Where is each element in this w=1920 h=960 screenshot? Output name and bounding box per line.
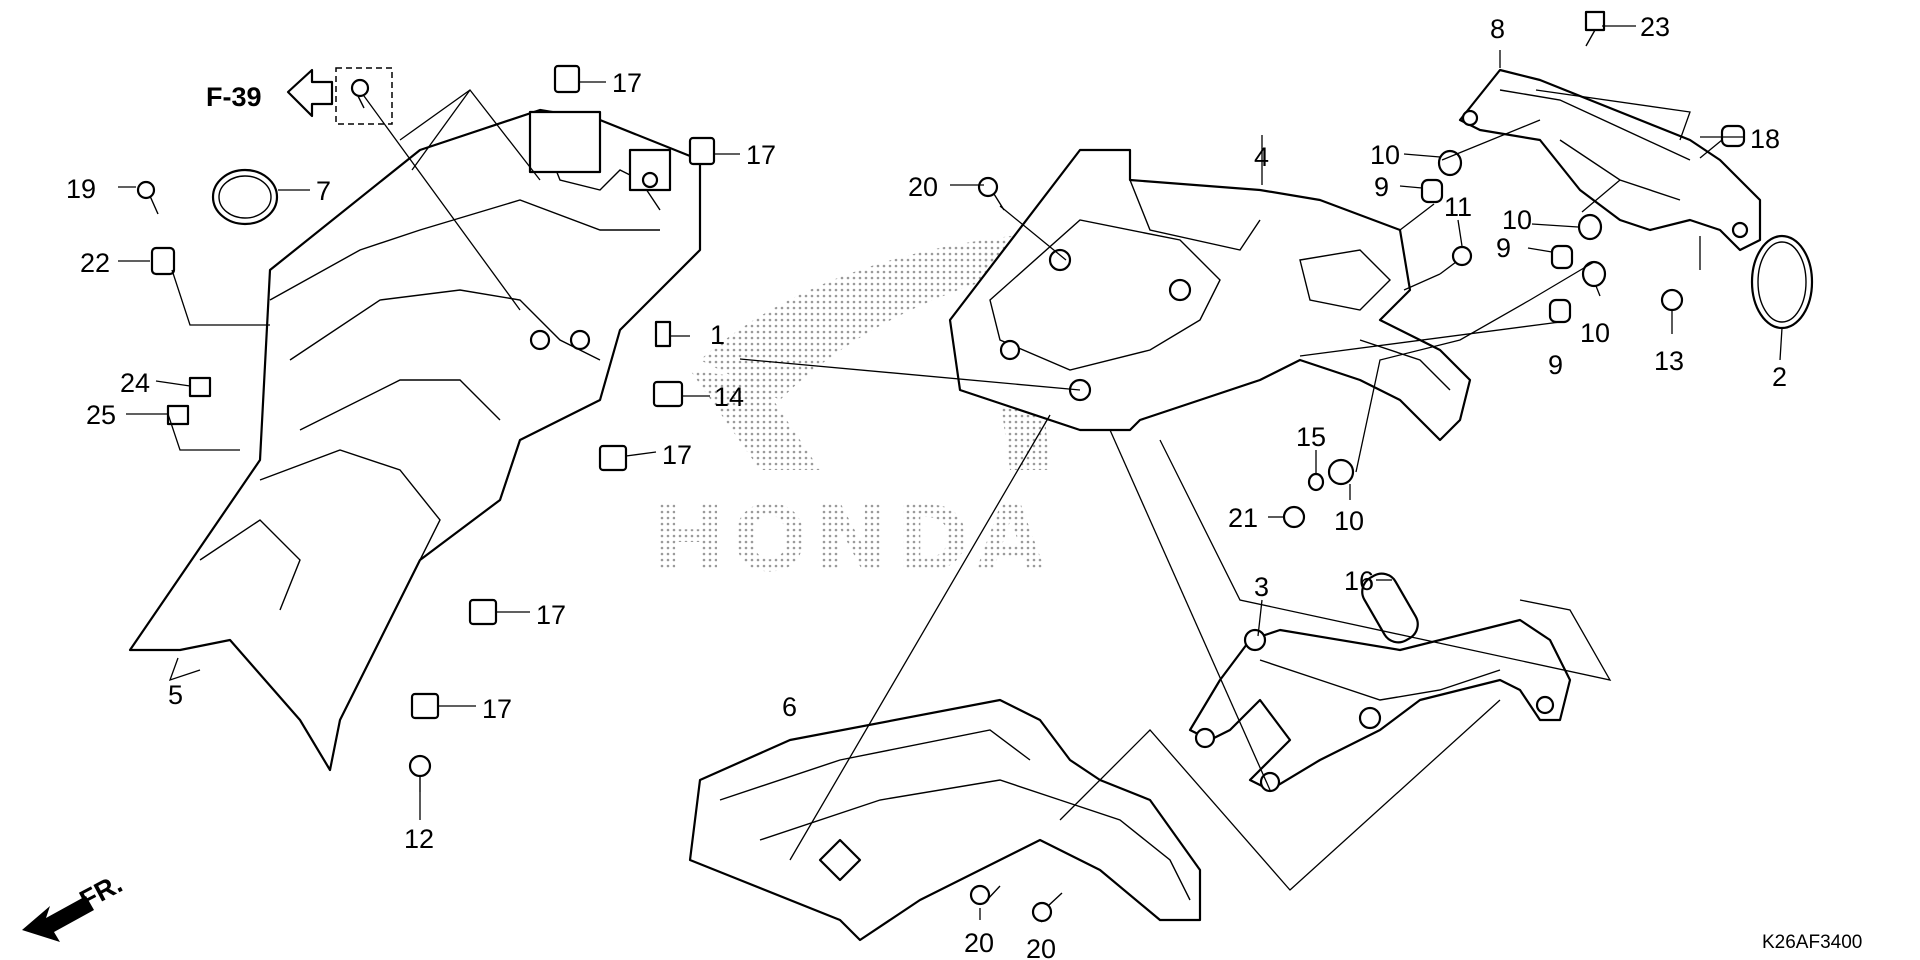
reference-arrow: F-39: [206, 67, 393, 125]
callout-22: 22: [80, 248, 110, 278]
splash-guard-part-6: [688, 698, 1202, 942]
callout-21: 21: [1228, 503, 1258, 533]
callout-10d: 10: [1334, 506, 1364, 536]
callout-11: 11: [1444, 192, 1472, 222]
callout-16: 16: [1344, 566, 1374, 596]
callout-20c: 20: [1026, 934, 1056, 960]
callout-9a: 9: [1374, 172, 1389, 202]
license-bracket-part-4: [948, 148, 1472, 442]
callout-5: 5: [168, 680, 183, 710]
diagram-code: K26AF3400: [1762, 932, 1862, 953]
callout-9c: 9: [1548, 350, 1563, 380]
callout-14: 14: [714, 382, 744, 412]
hardware-items: [136, 10, 1814, 923]
callout-19: 19: [66, 174, 96, 204]
callout-10b: 10: [1502, 205, 1532, 235]
callout-3: 3: [1254, 572, 1269, 602]
callout-6: 6: [782, 692, 797, 722]
callout-10c: 10: [1580, 318, 1610, 348]
callout-23: 23: [1640, 12, 1670, 42]
watermark-text: HONDA: [650, 487, 1052, 592]
callout-numbers: 1 2 3 4 5 6 7 8 9 9 9 10 10 10 10 11 12 …: [66, 12, 1787, 960]
callout-8: 8: [1490, 14, 1505, 44]
callout-12: 12: [404, 824, 434, 854]
callout-17e: 17: [482, 694, 512, 724]
callout-20a: 20: [908, 172, 938, 202]
reference-label: F-39: [206, 82, 262, 112]
callout-1: 1: [710, 320, 725, 350]
callout-20b: 20: [964, 928, 994, 958]
callout-18: 18: [1750, 124, 1780, 154]
callout-24: 24: [120, 368, 150, 398]
inner-fender-part-5: [128, 108, 702, 772]
frame-part-3: [1188, 618, 1572, 793]
callout-17d: 17: [536, 600, 566, 630]
leader-lines: [118, 25, 1783, 923]
callout-17c: 17: [662, 440, 692, 470]
callout-17a: 17: [612, 68, 642, 98]
callout-13: 13: [1654, 346, 1684, 376]
callout-2: 2: [1772, 362, 1787, 392]
callout-15: 15: [1296, 422, 1326, 452]
callout-10a: 10: [1370, 140, 1400, 170]
callout-4: 4: [1254, 142, 1269, 172]
callout-25: 25: [86, 400, 116, 430]
callout-7: 7: [316, 176, 331, 206]
callout-9b: 9: [1496, 233, 1511, 263]
front-direction-arrow: FR.: [22, 868, 127, 942]
callout-17b: 17: [746, 140, 776, 170]
